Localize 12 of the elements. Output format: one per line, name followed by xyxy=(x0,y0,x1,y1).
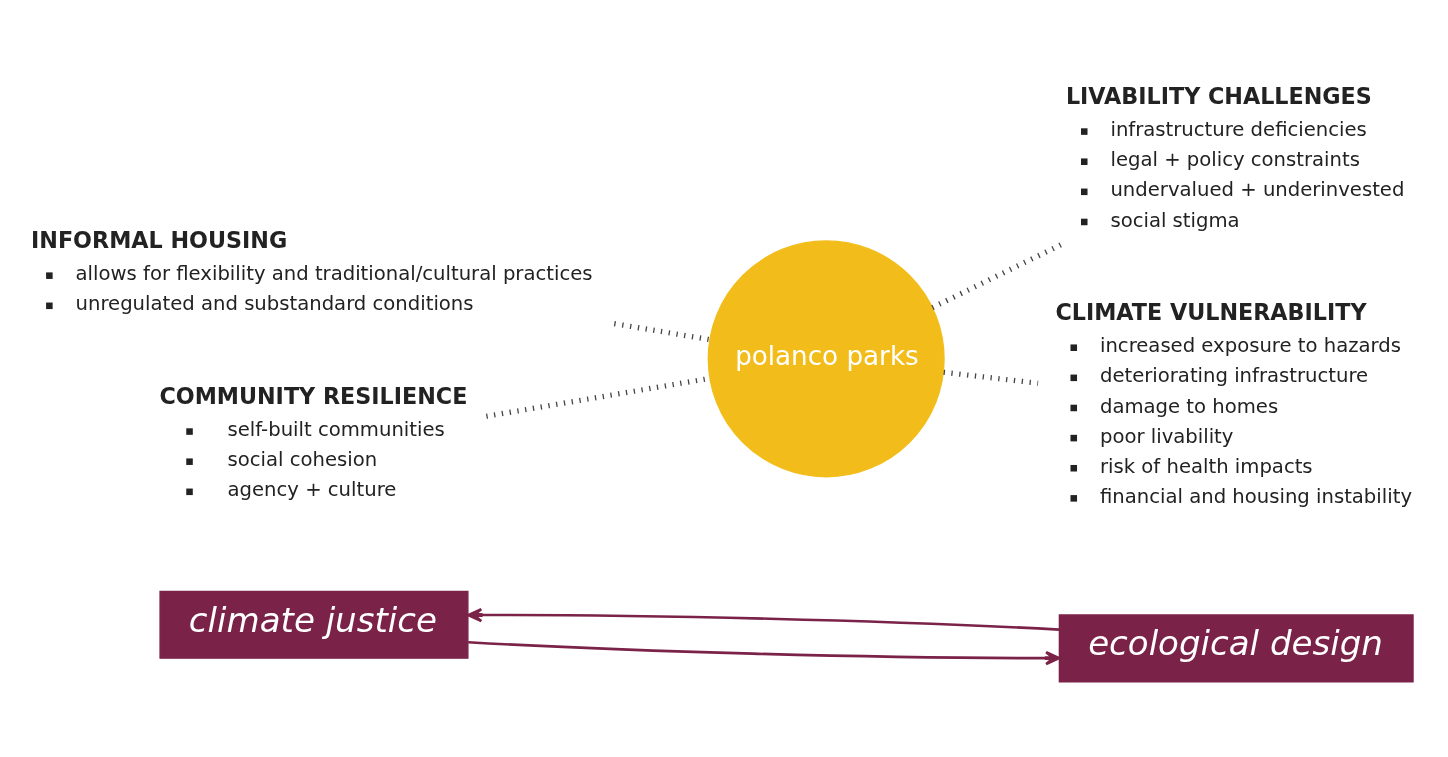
connector xyxy=(613,321,710,343)
arrow xyxy=(468,640,1061,666)
arrow xyxy=(466,607,1060,631)
node-text: LIVABILITY CHALLENGES infrastructure deficiencies legal + policy constraints undervalued + underinvested social stigma xyxy=(1065,83,1405,232)
node-circle: polanco parks xyxy=(707,240,945,478)
node-text: CLIMATE VULNERABILITY increased exposure to hazards deteriorating infrastructure damage to homes poor livability risk of health impacts financial and housing instability xyxy=(1055,299,1413,508)
connector xyxy=(931,241,1064,310)
node-text: INFORMAL HOUSING allows for flexibility and traditional/cultural practices unregulated and substandard conditions xyxy=(31,227,593,316)
node-box: ecological design xyxy=(1058,614,1414,683)
node-box: climate justice xyxy=(159,590,469,659)
connector xyxy=(943,369,1039,386)
node-text: COMMUNITY RESILIENCE self-built communities social cohesion agency + culture xyxy=(159,383,468,502)
